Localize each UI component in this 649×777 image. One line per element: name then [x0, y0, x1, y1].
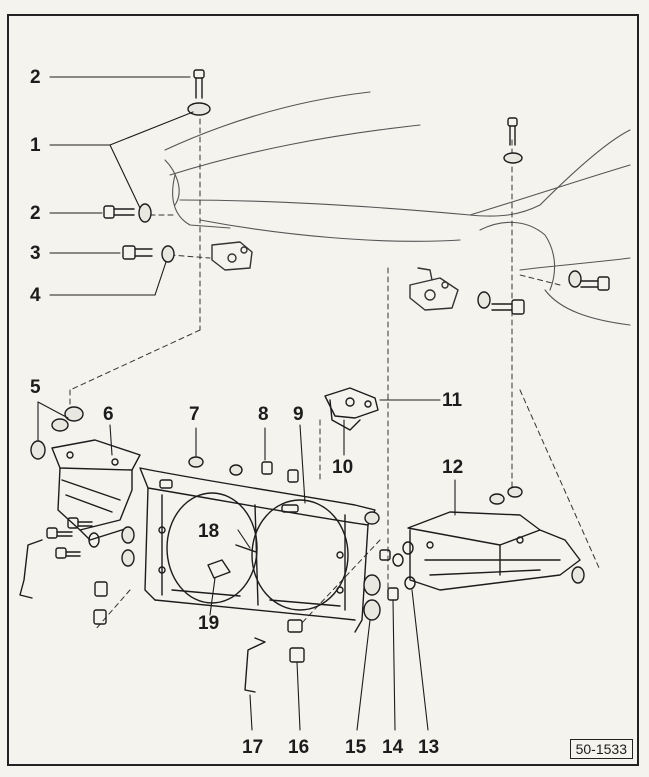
hood-latch-assembly [324, 387, 379, 431]
washer-5-a [64, 406, 84, 422]
callout-5: 5 [30, 377, 41, 398]
callout-18: 18 [198, 521, 220, 542]
right-mount-bracket [407, 511, 581, 591]
washer-right-mid [477, 291, 491, 309]
left-bolts [46, 517, 135, 567]
bolt-top-right [507, 117, 518, 146]
right-small-bolts [364, 511, 414, 567]
callout-3: 3 [30, 243, 41, 264]
assembly-guide-lines [69, 109, 601, 631]
callout-10: 10 [332, 457, 354, 478]
bolt-side-left [103, 205, 135, 219]
wire-17 [244, 637, 266, 693]
clip-19 [207, 559, 231, 579]
body-bracket-right [409, 267, 459, 311]
callout-14: 14 [382, 737, 404, 758]
callout-16: 16 [288, 737, 310, 758]
figure-reference-code: 50-1533 [569, 739, 633, 759]
screw-8 [261, 461, 299, 483]
body-bracket-left [211, 241, 253, 271]
bolt-lower-left [122, 245, 153, 260]
bolt-right-mid [491, 299, 525, 315]
callout-leader-lines [37, 76, 456, 731]
bolt-top-left [193, 69, 205, 99]
washer-top-right [503, 152, 523, 164]
callout-2-top: 2 [30, 67, 41, 88]
callout-12: 12 [442, 457, 464, 478]
callout-1: 1 [30, 135, 41, 156]
callout-6: 6 [103, 404, 114, 425]
washer-5-b [51, 418, 69, 432]
clip-16 [289, 647, 305, 663]
pin-18 [235, 544, 257, 553]
callout-11: 11 [442, 390, 463, 411]
callout-9: 9 [293, 404, 304, 425]
clip-16b [287, 619, 303, 633]
callout-13: 13 [418, 737, 440, 758]
callout-7: 7 [189, 404, 200, 425]
callout-2-side: 2 [30, 203, 41, 224]
callout-19: 19 [198, 613, 220, 634]
callout-4: 4 [30, 285, 41, 306]
nut-7 [188, 456, 204, 468]
nut-7b [229, 464, 243, 476]
callout-17: 17 [242, 737, 264, 758]
left-clips [93, 581, 108, 625]
washer-15 [363, 599, 381, 621]
diagram-frame [7, 14, 639, 766]
car-body-outline [164, 91, 631, 326]
callout-15: 15 [345, 737, 367, 758]
front-carrier-panel [139, 467, 376, 633]
washer-5-c [30, 440, 46, 460]
washer-12-a [489, 493, 505, 505]
washer-right-edge [571, 566, 585, 584]
bolt-right-upper [580, 276, 610, 291]
washer-lower-left [161, 245, 175, 263]
left-mount-bracket [51, 439, 141, 541]
washer-side-left [138, 203, 152, 223]
washer-right-upper [568, 270, 582, 288]
left-wire-clip [19, 539, 43, 599]
washer-13 [404, 576, 416, 590]
washer-12-b [507, 486, 523, 498]
washer-15b [363, 574, 381, 596]
callout-8: 8 [258, 404, 269, 425]
bolt-14 [387, 587, 399, 601]
